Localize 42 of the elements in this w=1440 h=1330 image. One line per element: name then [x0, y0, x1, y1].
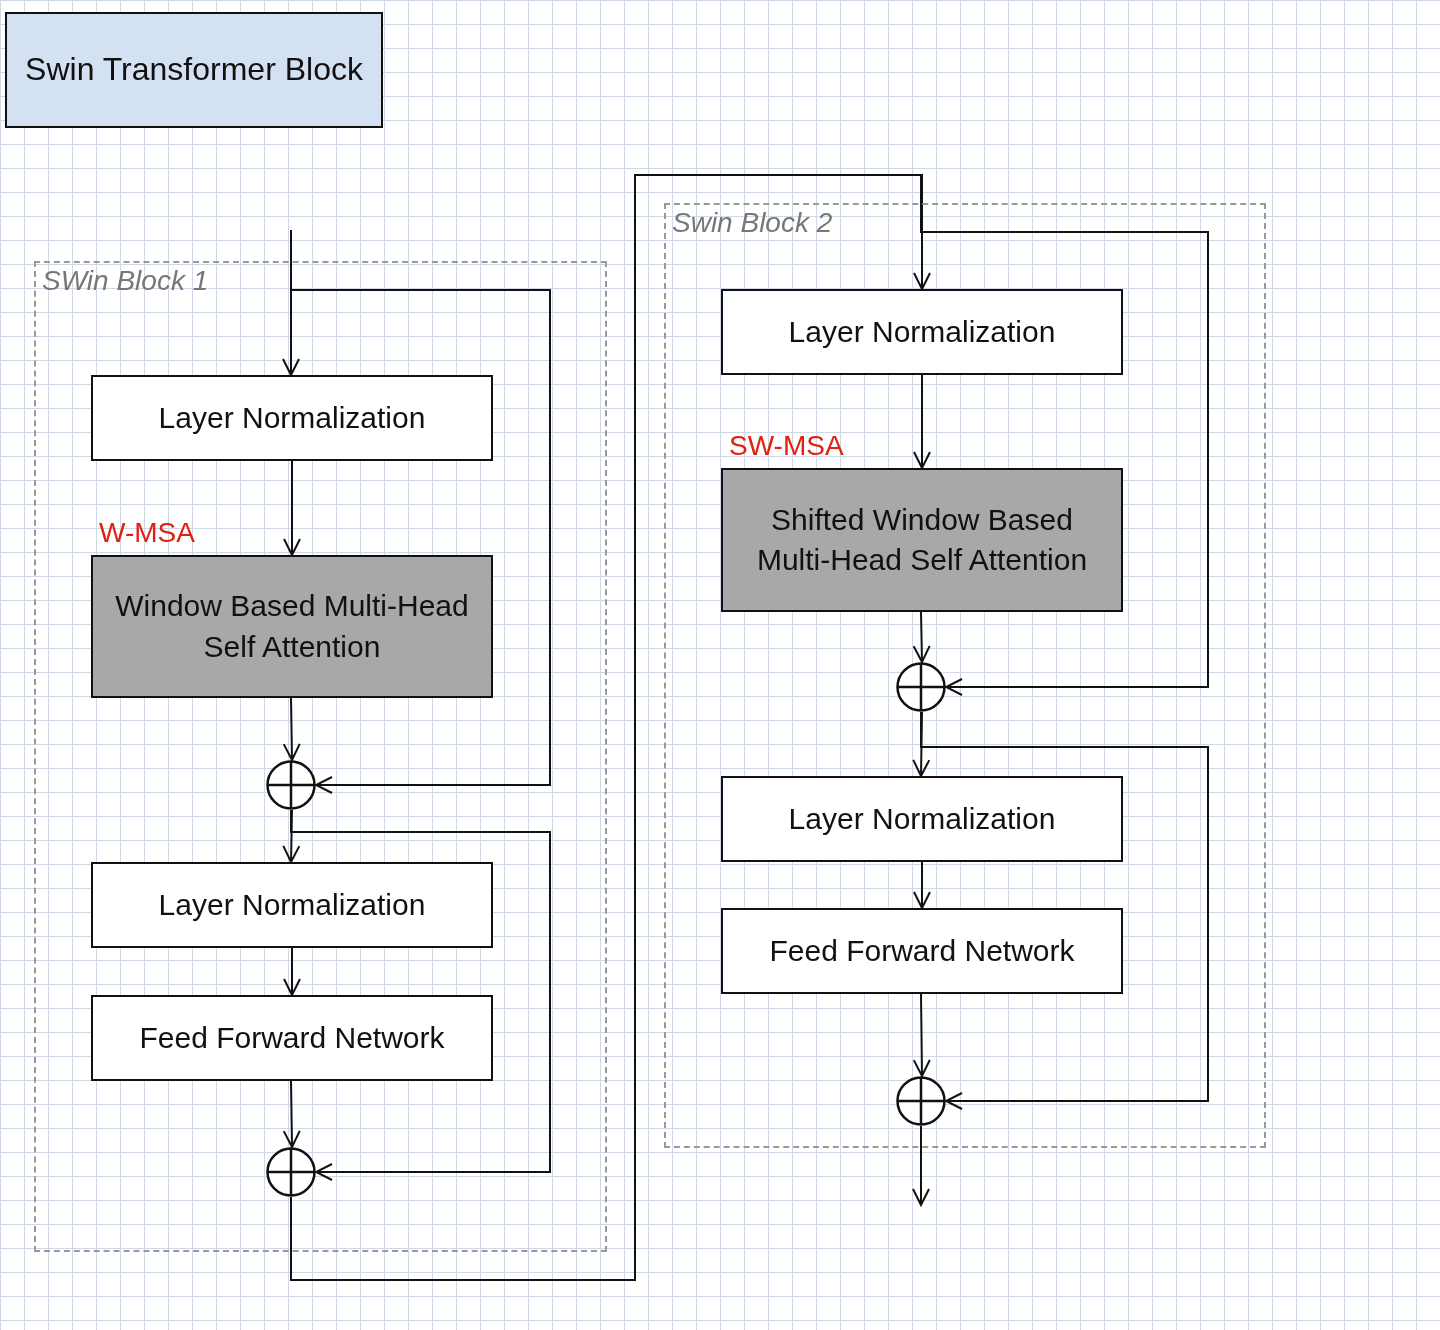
title-text: Swin Transformer Block	[24, 50, 364, 90]
arrow	[282, 229, 300, 376]
arrow	[282, 1080, 301, 1148]
arrow	[912, 993, 931, 1077]
process-box	[721, 289, 1123, 375]
arrow	[912, 711, 931, 777]
arrow	[920, 711, 1209, 1110]
arrow	[283, 947, 301, 996]
add-circle	[896, 662, 946, 712]
process-box	[721, 776, 1123, 862]
box-label: Layer Normalization	[787, 313, 1057, 350]
box-label: Window Based Multi-Head Self Attention	[114, 588, 470, 665]
add-circle	[266, 760, 316, 810]
process-box	[721, 908, 1123, 994]
box-label: Layer Normalization	[787, 800, 1057, 837]
group-label: Swin Block 2	[672, 207, 833, 239]
process-box	[91, 862, 493, 948]
process-box	[91, 995, 493, 1081]
module-tag: SW-MSA	[729, 430, 844, 462]
box-label: Feed Forward Network	[768, 932, 1076, 969]
module-tag: W-MSA	[99, 517, 195, 549]
arrow	[913, 861, 931, 909]
arrow	[913, 374, 931, 469]
group-label: SWin Block 1	[42, 265, 209, 297]
title-box	[5, 12, 383, 128]
arrow	[282, 809, 301, 863]
box-label: Layer Normalization	[157, 399, 427, 436]
add-circle	[896, 1076, 946, 1126]
dashed-group-box	[34, 261, 607, 1252]
box-label: Shifted Window Based Multi-Head Self Attention	[755, 501, 1089, 578]
process-box	[91, 375, 493, 461]
arrow	[290, 174, 1209, 1281]
add-circle	[266, 1147, 316, 1197]
dashed-group-box	[664, 203, 1266, 1148]
box-label: Layer Normalization	[157, 886, 427, 923]
arrow	[912, 611, 931, 663]
arrow	[283, 460, 301, 556]
box-label: Feed Forward Network	[138, 1019, 446, 1056]
arrow	[290, 809, 551, 1181]
arrow	[282, 697, 301, 761]
arrow	[290, 289, 551, 794]
arrow	[912, 1125, 930, 1206]
